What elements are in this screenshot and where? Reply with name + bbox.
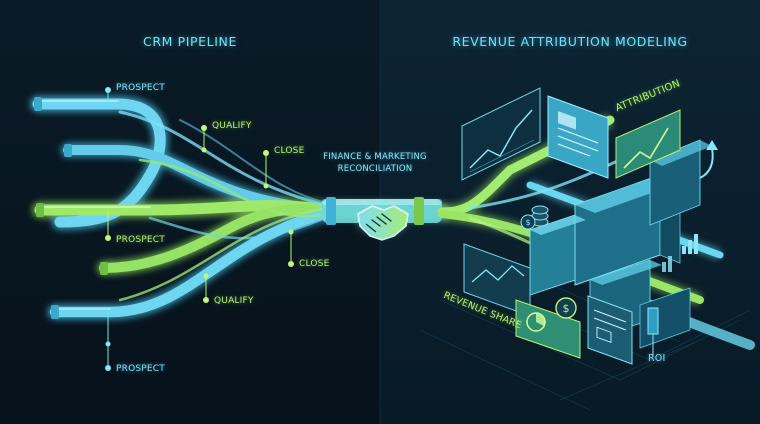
stage-label-close-bottom: CLOSE	[299, 259, 330, 269]
reconciliation-line-2: RECONCILIATION	[337, 164, 413, 174]
trend-arrow-icon	[699, 140, 718, 179]
pipe-top	[32, 98, 166, 228]
document-icon	[547, 95, 609, 179]
pipe-bottom	[49, 206, 336, 318]
roi-pointer	[647, 307, 659, 356]
stage-label-qualify-top: QUALIFY	[212, 121, 252, 131]
stage-label-prospect-top: PROSPECT	[116, 83, 165, 93]
stage-label-prospect-bottom: PROSPECT	[116, 364, 165, 374]
stage-label-close-top: CLOSE	[274, 146, 305, 156]
stage-label-prospect-mid: PROSPECT	[116, 235, 165, 245]
report-panel	[587, 295, 633, 365]
stage-label-qualify-bottom: QUALIFY	[214, 296, 254, 306]
pipe-lower	[99, 203, 335, 273]
coin-stack-icon: $	[520, 205, 549, 230]
dollar-icon: $	[555, 297, 577, 319]
svg-text:$: $	[525, 218, 530, 227]
line-chart-icon	[461, 87, 541, 181]
stage-nodes	[105, 87, 294, 371]
block-right	[649, 139, 712, 226]
crm-pipeline-title: CRM PIPELINE	[143, 34, 237, 49]
reconciliation-line-1: FINANCE & MARKETING	[323, 152, 427, 162]
svg-text:$: $	[563, 302, 570, 315]
bar-chart-icon	[662, 234, 698, 272]
pipeline-tubes	[32, 97, 442, 319]
roi-label: ROI	[648, 353, 666, 364]
attribution-chart-panel	[615, 109, 681, 179]
handshake-icon	[356, 204, 409, 241]
reconciliation-label: FINANCE & MARKETING RECONCILIATION	[300, 151, 450, 175]
revenue-attribution-title: REVENUE ATTRIBUTION MODELING	[452, 34, 688, 49]
